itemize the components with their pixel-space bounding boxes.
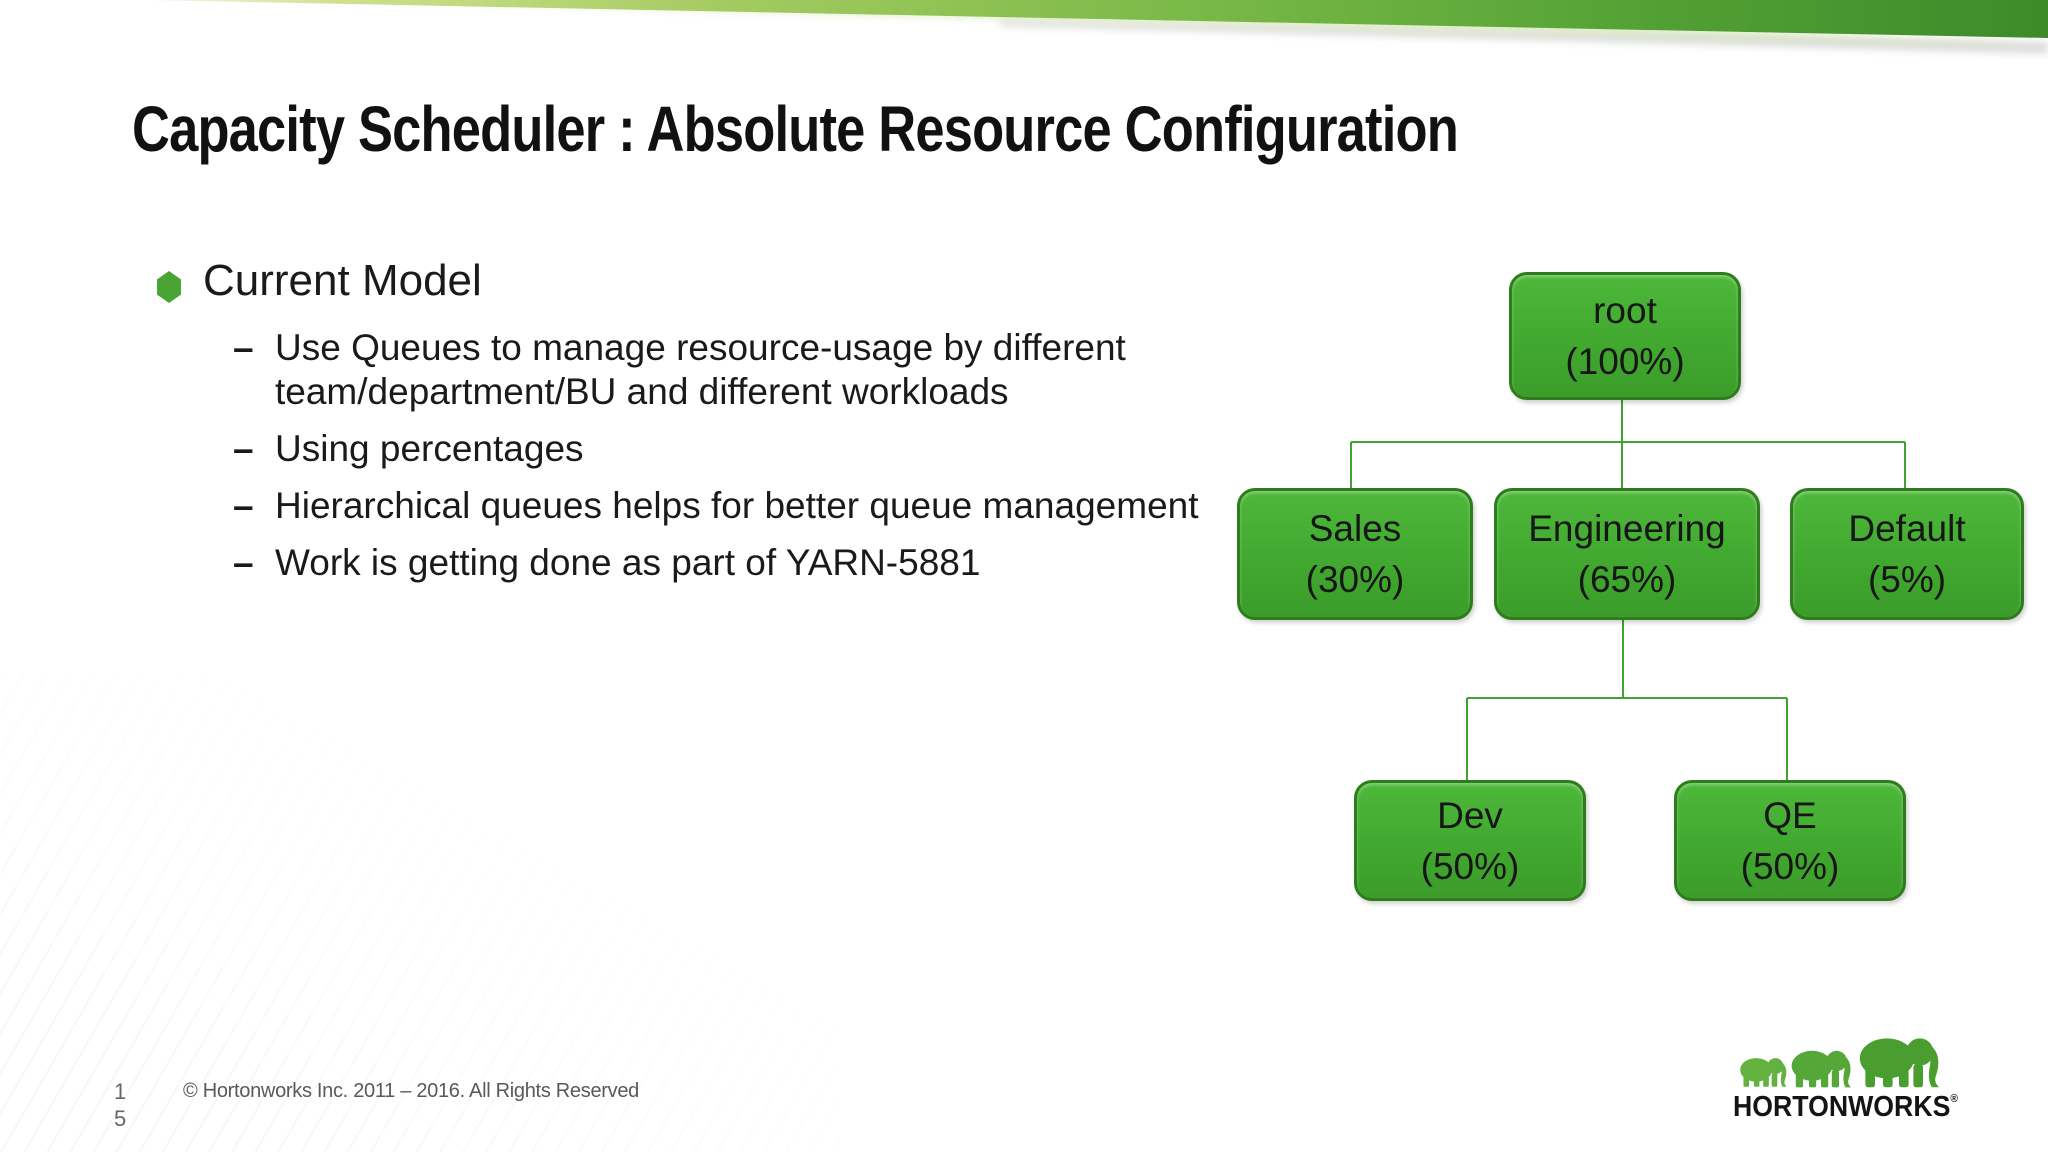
page-title: Capacity Scheduler : Absolute Resource C… bbox=[132, 93, 1459, 165]
dash-marker: – bbox=[233, 428, 254, 469]
node-label: Default bbox=[1848, 508, 1966, 549]
logo-wordmark: HORTONWORKS® bbox=[1733, 1091, 1958, 1124]
page-number-line2: 5 bbox=[114, 1106, 127, 1131]
banner-shadow bbox=[1000, 20, 2048, 54]
registered-mark: ® bbox=[1950, 1093, 1958, 1105]
banner-main bbox=[150, 0, 2048, 38]
list-item-text: Use Queues to manage resource-usage by d… bbox=[275, 327, 1126, 412]
node-percent: (50%) bbox=[1420, 845, 1520, 887]
tree-node-engineering: Engineering (65%) bbox=[1494, 488, 1760, 620]
page-number-line1: 1 bbox=[114, 1079, 127, 1104]
node-percent: (5%) bbox=[1867, 559, 1947, 600]
tree-node-dev: Dev (50%) bbox=[1354, 780, 1586, 901]
logo-text: HORTONWORKS bbox=[1733, 1091, 1951, 1123]
node-percent: (100%) bbox=[1565, 341, 1685, 382]
node-percent: (30%) bbox=[1305, 559, 1405, 600]
banner-graphic bbox=[150, 0, 2048, 54]
node-label: Dev bbox=[1437, 794, 1503, 836]
tree-node-sales: Sales (30%) bbox=[1237, 488, 1473, 620]
node-label: Sales bbox=[1308, 508, 1402, 549]
section-heading: Current Model bbox=[203, 256, 482, 305]
tree-node-root: root (100%) bbox=[1509, 272, 1741, 400]
dash-marker: – bbox=[233, 485, 254, 526]
tree-node-default: Default (5%) bbox=[1790, 488, 2024, 620]
elephants-icon bbox=[1740, 1038, 1939, 1088]
list-item-text: Using percentages bbox=[275, 428, 584, 469]
list-item: – Use Queues to manage resource-usage by… bbox=[233, 326, 1223, 414]
dash-marker: – bbox=[233, 542, 254, 583]
page-number: 1 5 bbox=[114, 1078, 126, 1132]
dash-marker: – bbox=[233, 327, 254, 368]
node-percent: (65%) bbox=[1577, 559, 1677, 600]
bullet-list: – Use Queues to manage resource-usage by… bbox=[233, 326, 1223, 598]
list-item-text: Work is getting done as part of YARN-588… bbox=[275, 542, 981, 583]
hexagon-bullet-icon bbox=[157, 271, 181, 303]
list-item: – Hierarchical queues helps for better q… bbox=[233, 484, 1223, 528]
node-label: Engineering bbox=[1528, 508, 1726, 549]
node-label: root bbox=[1593, 290, 1657, 331]
list-item: – Using percentages bbox=[233, 427, 1223, 471]
banner-light-wedge bbox=[430, 4, 2048, 46]
list-item: – Work is getting done as part of YARN-5… bbox=[233, 541, 1223, 585]
copyright-text: © Hortonworks Inc. 2011 – 2016. All Righ… bbox=[183, 1080, 639, 1102]
node-percent: (50%) bbox=[1740, 845, 1840, 887]
list-item-text: Hierarchical queues helps for better que… bbox=[275, 485, 1199, 526]
tree-node-qe: QE (50%) bbox=[1674, 780, 1906, 901]
node-label: QE bbox=[1763, 794, 1817, 836]
hortonworks-logo: HORTONWORKS® bbox=[1733, 1024, 1973, 1124]
